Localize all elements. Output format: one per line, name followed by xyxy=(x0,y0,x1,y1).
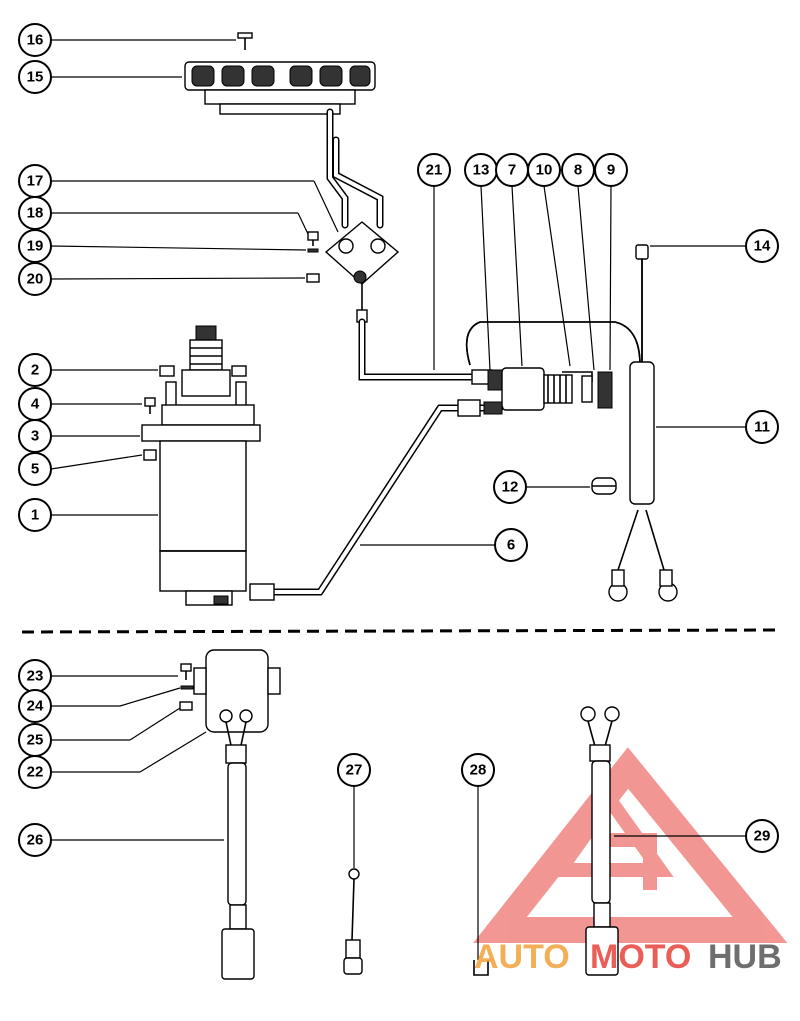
callout-17-label: 17 xyxy=(27,173,44,190)
callout-5: 5 xyxy=(18,452,52,486)
callout-1: 1 xyxy=(18,498,52,532)
callout-28: 28 xyxy=(461,753,495,787)
part-17-solenoid xyxy=(324,221,400,323)
callout-24: 24 xyxy=(18,689,52,723)
part-15-terminal-block xyxy=(184,61,376,115)
callout-22-label: 22 xyxy=(27,764,44,781)
callout-24-label: 24 xyxy=(27,698,44,715)
callout-13: 13 xyxy=(464,153,498,187)
watermark-word-hub: HUB xyxy=(708,938,782,976)
part-29-harness xyxy=(580,706,620,976)
part-26-harness xyxy=(221,721,255,980)
callout-11-label: 11 xyxy=(754,419,770,436)
callout-9-label: 9 xyxy=(607,162,615,179)
callout-22: 22 xyxy=(18,755,52,789)
callout-21: 21 xyxy=(417,153,451,187)
callout-4-label: 4 xyxy=(31,396,40,413)
callout-6-label: 6 xyxy=(507,537,515,554)
callout-17: 17 xyxy=(18,164,52,198)
section-divider xyxy=(21,628,779,634)
part-12-grommet xyxy=(591,477,617,495)
callout-10-label: 10 xyxy=(536,162,553,179)
callout-15-label: 15 xyxy=(27,69,44,86)
callout-28-label: 28 xyxy=(470,762,487,779)
callout-13-label: 13 xyxy=(473,162,490,179)
wire-15-to-17 xyxy=(326,108,384,229)
callout-18: 18 xyxy=(18,196,52,230)
parts-18-19-20-hardware xyxy=(306,231,320,283)
parts-2-4-5-hardware xyxy=(143,365,247,461)
leader-lines xyxy=(50,39,745,960)
part-6-cable xyxy=(249,399,504,601)
callout-20-label: 20 xyxy=(27,271,44,288)
callout-12-label: 12 xyxy=(502,479,519,496)
watermark-word-moto: MOTO xyxy=(590,938,691,976)
callout-25: 25 xyxy=(18,723,52,757)
watermark-word-auto: AUTO xyxy=(474,938,570,976)
wire-21 xyxy=(358,318,493,385)
callout-19: 19 xyxy=(18,229,52,263)
callout-5-label: 5 xyxy=(31,461,39,478)
callout-2: 2 xyxy=(18,353,52,387)
callout-3: 3 xyxy=(18,419,52,453)
part-16-screw xyxy=(237,32,253,50)
part-28-clip xyxy=(473,960,489,976)
callout-4: 4 xyxy=(18,387,52,421)
callout-11: 11 xyxy=(745,410,779,444)
callout-7-label: 7 xyxy=(508,162,516,179)
callout-14-label: 14 xyxy=(754,238,771,255)
callout-1-label: 1 xyxy=(31,507,39,524)
callout-16-label: 16 xyxy=(27,32,44,49)
callout-27: 27 xyxy=(337,753,371,787)
callout-29-label: 29 xyxy=(754,828,771,845)
callout-16: 16 xyxy=(18,23,52,57)
callout-8: 8 xyxy=(561,153,595,187)
watermark-text: AUTO MOTO HUB xyxy=(474,938,782,976)
callout-3-label: 3 xyxy=(31,428,39,445)
callout-23-label: 23 xyxy=(27,668,44,685)
callout-27-label: 27 xyxy=(346,762,363,779)
part-27-lead xyxy=(343,868,363,975)
parts-23-24-25-hardware xyxy=(179,663,194,711)
callout-21-label: 21 xyxy=(426,162,443,179)
callout-14: 14 xyxy=(745,229,779,263)
callout-8-label: 8 xyxy=(574,162,582,179)
callout-6: 6 xyxy=(494,528,528,562)
part-7-ignition-switch xyxy=(465,321,641,411)
part-22-rectifier xyxy=(193,649,281,733)
callout-19-label: 19 xyxy=(27,238,44,255)
callout-26: 26 xyxy=(18,823,52,857)
part-11-harness xyxy=(608,244,678,602)
callout-9: 9 xyxy=(594,153,628,187)
callout-7: 7 xyxy=(495,153,529,187)
watermark-logo xyxy=(473,747,788,943)
callout-26-label: 26 xyxy=(27,832,44,849)
callout-15: 15 xyxy=(18,60,52,94)
callout-29: 29 xyxy=(745,819,779,853)
callout-2-label: 2 xyxy=(31,362,39,379)
callout-18-label: 18 xyxy=(27,205,44,222)
part-1-starter-motor xyxy=(141,325,261,606)
callout-10: 10 xyxy=(527,153,561,187)
callout-20: 20 xyxy=(18,262,52,296)
callout-12: 12 xyxy=(493,470,527,504)
callout-23: 23 xyxy=(18,659,52,693)
callout-25-label: 25 xyxy=(27,732,44,749)
